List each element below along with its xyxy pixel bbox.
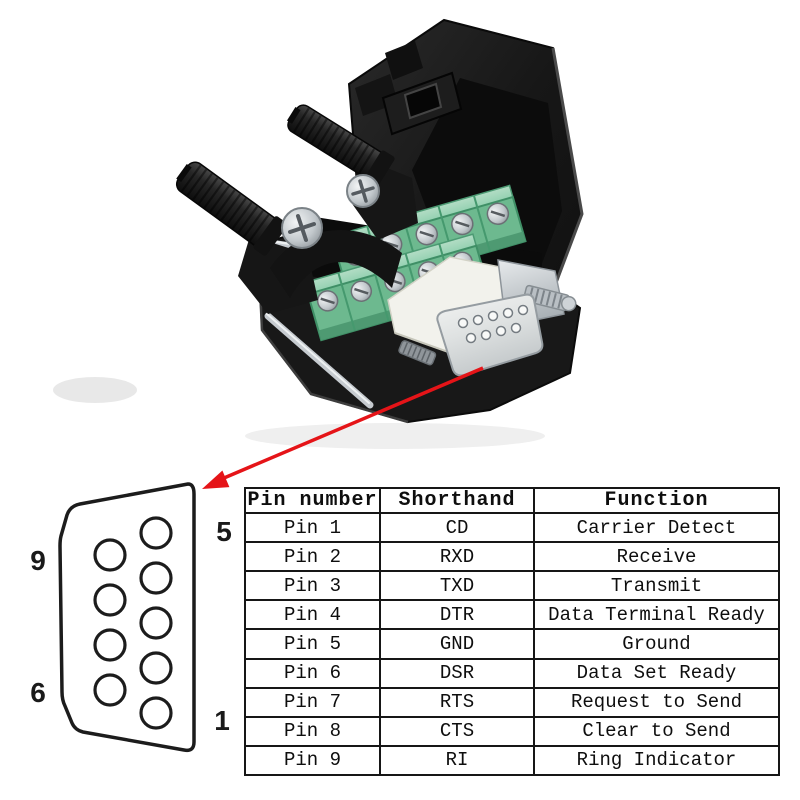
cell-shorthand: RXD [379, 541, 535, 573]
cell-function: Transmit [533, 570, 780, 602]
diagram-label-5: 5 [216, 516, 232, 547]
header-shorthand: Shorthand [379, 487, 535, 514]
cell-pin: Pin 1 [244, 511, 381, 544]
cell-shorthand: CD [379, 511, 535, 544]
table-row: Pin 4 DTR Data Terminal Ready [244, 599, 780, 631]
pin-hole-1 [139, 696, 173, 730]
pin-hole-5 [139, 516, 173, 550]
thumbscrew-bottom [175, 161, 288, 256]
pin-hole-2 [139, 651, 173, 685]
phillips-screw-right [346, 174, 380, 208]
thumbscrew-top [286, 104, 395, 188]
cell-function: Data Terminal Ready [533, 599, 780, 631]
cell-function: Request to Send [533, 686, 780, 718]
db9-breakout-adapter-photo [175, 18, 584, 449]
pin-hole-8 [93, 583, 127, 617]
db9-pin-holes [457, 304, 529, 344]
table-row: Pin 5 GND Ground [244, 628, 780, 660]
cell-pin: Pin 6 [244, 657, 381, 689]
cell-function: Data Set Ready [533, 657, 780, 689]
pin-holes [93, 516, 173, 730]
table-row: Pin 3 TXD Transmit [244, 570, 780, 602]
diagram-label-6: 6 [30, 677, 46, 708]
product-shadow [245, 423, 545, 449]
cell-function: Ground [533, 628, 780, 660]
table-row: Pin 9 RI Ring Indicator [244, 744, 780, 777]
cell-shorthand: CTS [379, 715, 535, 747]
cell-pin: Pin 8 [244, 715, 381, 747]
cell-pin: Pin 7 [244, 686, 381, 718]
table-row: Pin 1 CD Carrier Detect [244, 511, 780, 544]
pin-hole-7 [93, 628, 127, 662]
table-header-row: Pin number Shorthand Function [244, 487, 780, 514]
header-function: Function [533, 487, 780, 514]
table-row: Pin 7 RTS Request to Send [244, 686, 780, 718]
latch-hole [403, 82, 443, 120]
pin-hole-3 [139, 606, 173, 640]
cell-shorthand: GND [379, 628, 535, 660]
diagram-label-9: 9 [30, 545, 46, 576]
connector-outline [58, 482, 196, 753]
cell-pin: Pin 5 [244, 628, 381, 660]
cell-pin: Pin 9 [244, 744, 381, 777]
latch-tab [381, 71, 463, 136]
db9-female-connector [398, 293, 544, 377]
pin-hole-9 [93, 538, 127, 572]
cell-shorthand: RI [379, 744, 535, 777]
cell-pin: Pin 2 [244, 541, 381, 573]
phillips-screw-left [281, 207, 323, 249]
pin-hole-6 [93, 673, 127, 707]
cell-shorthand: DTR [379, 599, 535, 631]
pin-hole-4 [139, 561, 173, 595]
table-row: Pin 2 RXD Receive [244, 541, 780, 573]
small-jackscrew [398, 340, 437, 366]
cell-shorthand: DSR [379, 657, 535, 689]
table-row: Pin 8 CTS Clear to Send [244, 715, 780, 747]
pinout-table: Pin number Shorthand Function Pin 1 CD C… [244, 487, 780, 777]
cell-shorthand: TXD [379, 570, 535, 602]
table-row: Pin 6 DSR Data Set Ready [244, 657, 780, 689]
cell-function: Receive [533, 541, 780, 573]
threaded-jackscrew [523, 284, 577, 312]
cell-function: Carrier Detect [533, 511, 780, 544]
db9-pinout-diagram: 9 5 6 1 [30, 482, 232, 753]
cell-shorthand: RTS [379, 686, 535, 718]
cell-pin: Pin 3 [244, 570, 381, 602]
header-pin-number: Pin number [244, 487, 381, 514]
cell-pin: Pin 4 [244, 599, 381, 631]
cell-function: Clear to Send [533, 715, 780, 747]
cell-function: Ring Indicator [533, 744, 780, 777]
stray-shadow [53, 377, 137, 403]
diagram-label-1: 1 [214, 705, 230, 736]
